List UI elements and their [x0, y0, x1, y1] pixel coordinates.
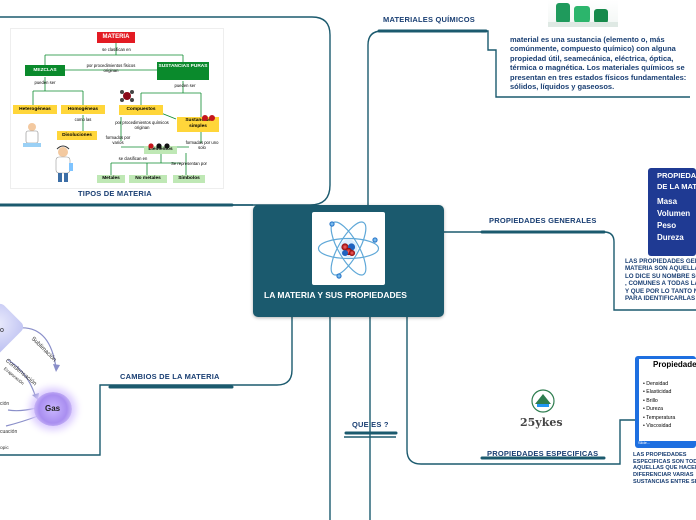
cm-label: se clasifican en: [102, 47, 131, 52]
lab-figure-icon: [21, 121, 43, 151]
concept-map-arrows: [32, 43, 202, 175]
cm-label: se clasifican en: [118, 156, 148, 161]
cm-metales: Metales: [97, 175, 125, 183]
central-title: LA MATERIA Y SUS PROPIEDADES: [264, 290, 407, 300]
element-dots-icon: [147, 137, 175, 155]
especificas-slide-footer: Slide...: [638, 440, 651, 445]
topic-tipos-de-materia[interactable]: TIPOS DE MATERIA: [78, 189, 152, 198]
state-label-gas: Gas: [45, 404, 61, 413]
gas-bubble: [34, 392, 72, 426]
slide-item-masa: Masa: [657, 197, 678, 206]
cm-heterogeneas: Heterogéneas: [13, 105, 57, 114]
propiedades-especificas-slide: Propiedades • Densidad • Elasticidad • B…: [635, 356, 696, 448]
cm-label: formados por varios: [105, 135, 131, 145]
propiedades-generales-slide: PROPIEDADES GENERALES DE LA MATERIA Masa…: [648, 168, 696, 256]
logo-emblem-icon: [531, 389, 555, 413]
topic-materiales-quimicos[interactable]: MATERIALES QUÍMICOS: [383, 15, 475, 24]
especificas-item: • Brillo: [643, 397, 658, 404]
cm-label: Se representan por: [171, 161, 207, 166]
cm-label: por procedimientos físicos originan: [86, 63, 136, 73]
slide-item-volumen: Volumen: [657, 209, 691, 218]
cm-sustancias-simples: Sustancias simples: [177, 117, 219, 132]
atoms-icon: [201, 109, 217, 127]
states-of-matter-diagram: o Gas Sublimación Condensación Evaporaci…: [0, 300, 90, 460]
cm-homogeneas: Homogéneas: [61, 105, 105, 114]
desc-propiedades-generales: LAS PROPIEDADES GENERALES DE LA MATERIA …: [625, 258, 696, 303]
state-label-liquid: o: [0, 327, 4, 334]
slide-title-line2: DE LA MATERIA: [657, 182, 696, 191]
molecule-icon: [119, 89, 135, 108]
chemical-flasks-image: [548, 0, 618, 27]
especificas-item: • Dureza: [643, 406, 663, 413]
cm-label: formadas por uno solo: [185, 140, 219, 150]
especificas-item: • Densidad: [643, 381, 669, 387]
topic-propiedades-especificas[interactable]: PROPIEDADES ESPECIFICAS: [487, 449, 599, 458]
atom-icon: [317, 221, 380, 279]
especificas-slide-title: Propiedades: [653, 360, 696, 369]
topic-cambios-de-la-materia[interactable]: CAMBIOS DE LA MATERIA: [120, 372, 220, 381]
topic-que-es[interactable]: QUE ES ?: [352, 420, 389, 429]
cm-sustancias-puras: SUSTANCIAS PURAS: [157, 62, 209, 80]
especificas-item: • Elasticidad: [643, 389, 672, 396]
cm-label: pueden ser: [174, 83, 196, 88]
concept-map-tipos-materia: MATERIA se clasifican en MEZCLAS por pro…: [10, 28, 224, 189]
topic-propiedades-generales[interactable]: PROPIEDADES GENERALES: [489, 216, 597, 225]
cm-label: pueden ser: [34, 80, 56, 85]
especificas-item: • Temperatura: [643, 414, 676, 421]
logo-text: 25ykes: [520, 416, 563, 429]
central-topic[interactable]: LA MATERIA Y SUS PROPIEDADES: [253, 205, 444, 317]
slide-title-line1: PROPIEDADES GENERALES: [657, 171, 696, 180]
cm-mezclas: MEZCLAS: [25, 65, 65, 76]
cm-elementos: Elementos: [144, 146, 177, 154]
cm-disoluciones: Disoluciones: [57, 131, 97, 140]
slide-item-dureza: Dureza: [657, 233, 684, 242]
slide-item-peso: Peso: [657, 221, 677, 230]
scientist-icon: [49, 145, 79, 185]
process-cion: ción: [0, 401, 10, 407]
process-licuacion: cuación: [0, 429, 18, 435]
cm-no-metales: No metales: [129, 175, 167, 183]
cm-label: como las: [74, 117, 92, 122]
cm-label: por procedimientos químicos originan: [115, 120, 169, 130]
states-topic-caption: opic: [0, 446, 9, 451]
logo-25: 25ykes: [520, 388, 568, 432]
cm-materia: MATERIA: [97, 32, 135, 43]
cm-simbolos: Símbolos: [173, 175, 205, 183]
especificas-item: • Viscosidad: [643, 423, 672, 430]
atom-image: [312, 212, 385, 285]
desc-propiedades-especificas: LAS PROPIEDADES ESPECIFICAS SON TODAS AQ…: [633, 452, 696, 485]
cm-compuestos: Compuestos: [119, 105, 163, 115]
desc-materiales-quimicos: material es una sustancia (elemento o, m…: [510, 35, 687, 91]
